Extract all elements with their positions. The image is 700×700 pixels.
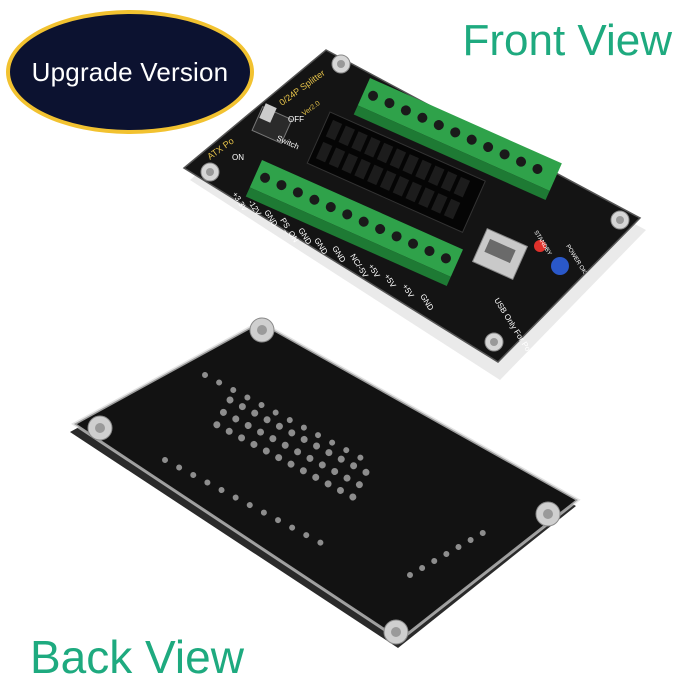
standby-led-icon <box>534 240 546 252</box>
switch-on-label: ON <box>232 153 244 162</box>
front-view-label: Front View <box>462 16 673 65</box>
screw-icon <box>87 317 561 645</box>
power-button-icon <box>551 257 569 275</box>
atx-24pin-connector <box>306 111 486 233</box>
terminal-block-top <box>353 78 562 200</box>
power-switch-icon <box>251 103 293 145</box>
front-view-board: ATX Po 0/24P Splitter Ver2.0 ON OFF Swit… <box>182 49 646 380</box>
switch-off-label: OFF <box>288 115 304 124</box>
upgrade-version-badge: Upgrade Version <box>6 10 254 134</box>
badge-text: Upgrade Version <box>31 56 229 87</box>
back-view-plate <box>70 317 581 648</box>
terminal-block-bottom <box>245 160 463 287</box>
screw-icon <box>200 54 630 352</box>
back-view-label: Back View <box>30 631 244 683</box>
usb-port-icon <box>471 227 529 281</box>
